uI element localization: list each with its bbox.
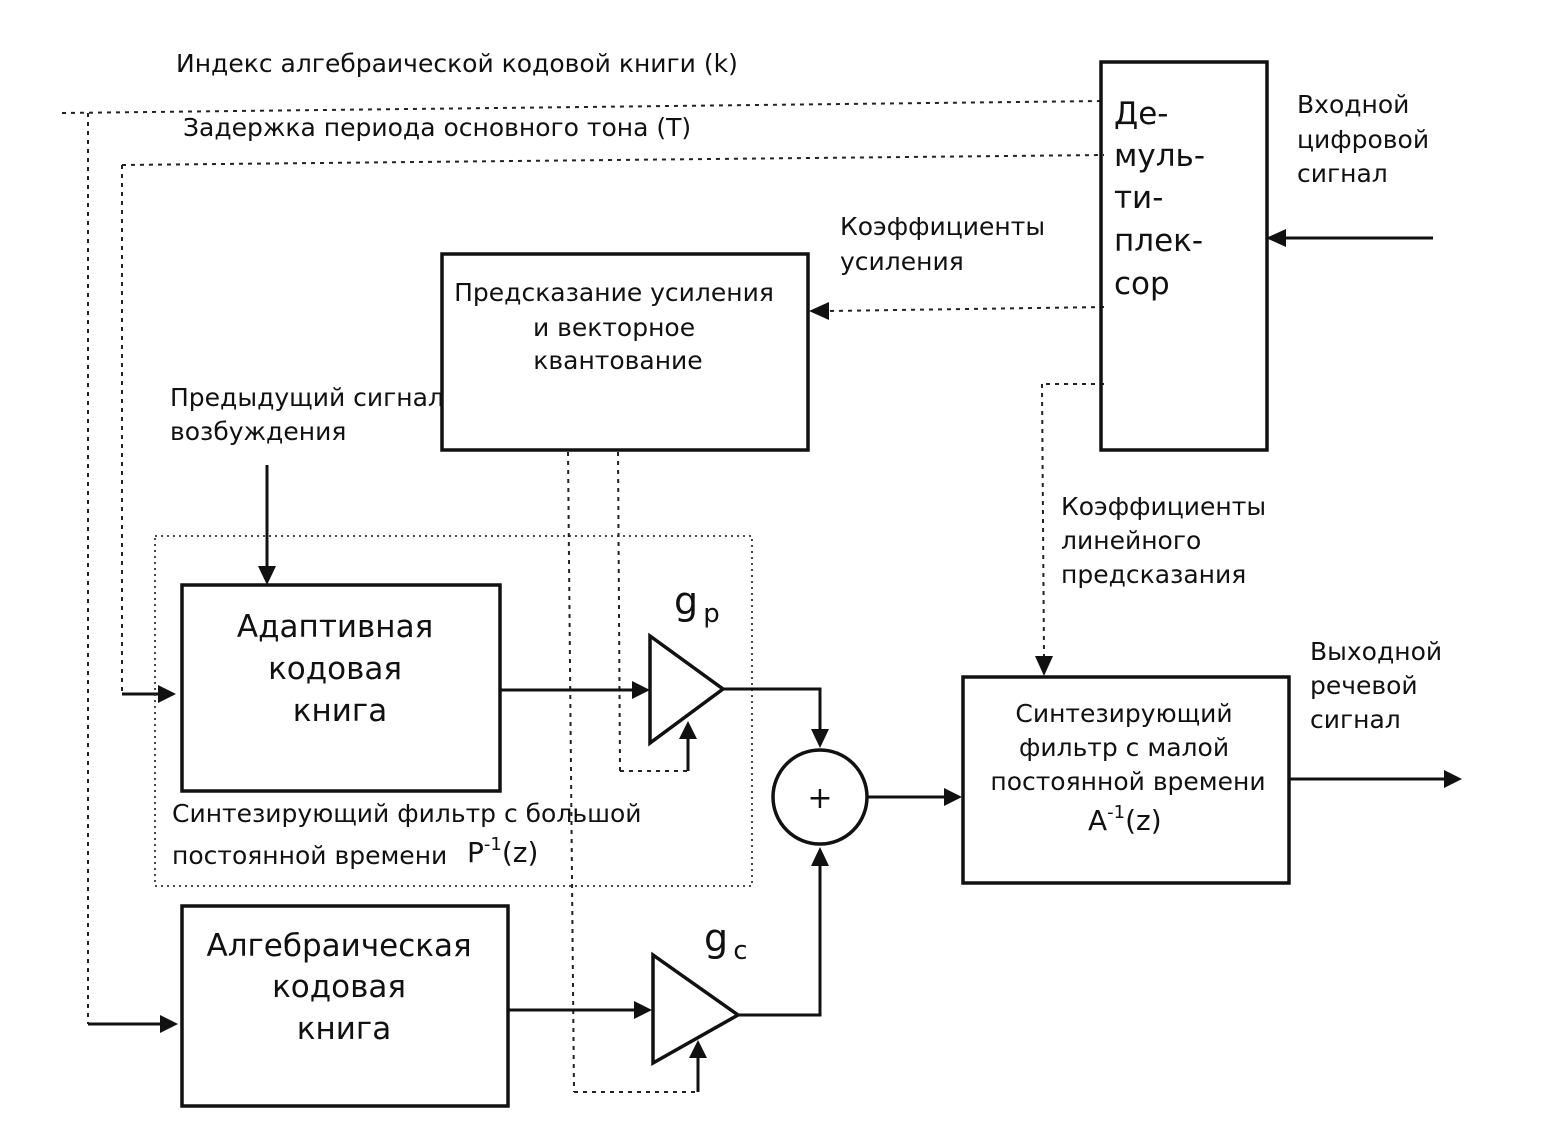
gain-coeffs-line <box>827 306 1105 312</box>
short-term-filter-block <box>961 675 1291 885</box>
gc-to-sum-line <box>738 866 822 1017</box>
labels: Индекс алгебраической кодовой книги (k) … <box>170 49 1450 1047</box>
pitch-delay-line <box>121 154 1105 166</box>
gain-prediction-label: Предсказание усиления и векторное кванто… <box>454 278 782 375</box>
algebraic-index-arrowhead <box>160 1015 178 1033</box>
adaptive-codebook-block <box>180 583 502 793</box>
gc-control-vertical <box>567 451 575 1093</box>
long-filter-function: P-1(z) <box>467 834 538 869</box>
algebraic-index-line <box>61 100 1105 114</box>
short-filter-function: A-1(z) <box>1088 802 1162 837</box>
gp-control-arrowhead <box>679 721 697 739</box>
output-arrowhead <box>1444 770 1462 788</box>
pitch-delay-arrowhead <box>158 685 176 703</box>
lp-coeffs-arrowhead <box>1035 656 1053 676</box>
demux-label: Де- муль- ти- плек- сор <box>1114 96 1215 302</box>
algebraic-index-label: Индекс алгебраической кодовой книги (k) <box>176 49 738 78</box>
gain-coeffs-label: Коэффициенты усиления <box>840 212 1053 276</box>
gp-to-sum-arrowhead <box>811 729 829 748</box>
gc-amplifier <box>651 951 742 1066</box>
gc-label: g c <box>704 916 748 966</box>
demultiplexer-block <box>1099 60 1269 452</box>
gp-label: g p <box>674 579 720 629</box>
long-filter-label: Синтезирующий фильтр с большой постоянно… <box>172 799 649 870</box>
algebraic-codebook-label: Алгебраическая кодовая книга <box>207 928 482 1047</box>
gain-coeffs-arrowhead <box>809 302 829 320</box>
gc-control-arrowhead <box>689 1040 707 1058</box>
connections <box>61 100 1462 1093</box>
pitch-delay-label: Задержка периода основного тона (T) <box>183 113 691 142</box>
adaptive-to-gp-arrowhead <box>632 681 650 699</box>
input-signal-label: Входной цифровой сигнал <box>1297 90 1437 188</box>
short-filter-label: Синтезирующий фильтр с малой постоянной … <box>990 699 1265 796</box>
gp-amplifier <box>648 632 726 747</box>
summer-circle <box>771 748 869 846</box>
gp-control-vertical <box>617 451 621 772</box>
lp-coeffs-label: Коэффициенты линейного предсказания <box>1061 492 1274 589</box>
algebraic-codebook-block <box>180 904 510 1108</box>
sum-to-filter-arrowhead <box>944 788 962 806</box>
gp-to-sum-line <box>723 687 822 730</box>
sum-sign: + <box>807 781 832 816</box>
input-signal-arrowhead <box>1266 229 1286 247</box>
gain-prediction-block <box>440 252 810 452</box>
lp-coeffs-line-v <box>1041 383 1045 657</box>
long-term-filter-enclosure <box>154 535 753 887</box>
output-signal-label: Выходной речевой сигнал <box>1310 637 1450 734</box>
algebraic-to-gc-arrowhead <box>634 1001 652 1019</box>
prev-excitation-label: Предыдущий сигнал возбуждения <box>170 383 452 446</box>
prev-excitation-arrowhead <box>258 566 276 585</box>
adaptive-codebook-label: Адаптивная кодовая книга <box>237 609 443 729</box>
gc-to-sum-arrowhead <box>811 847 829 866</box>
blocks <box>180 60 1291 1108</box>
